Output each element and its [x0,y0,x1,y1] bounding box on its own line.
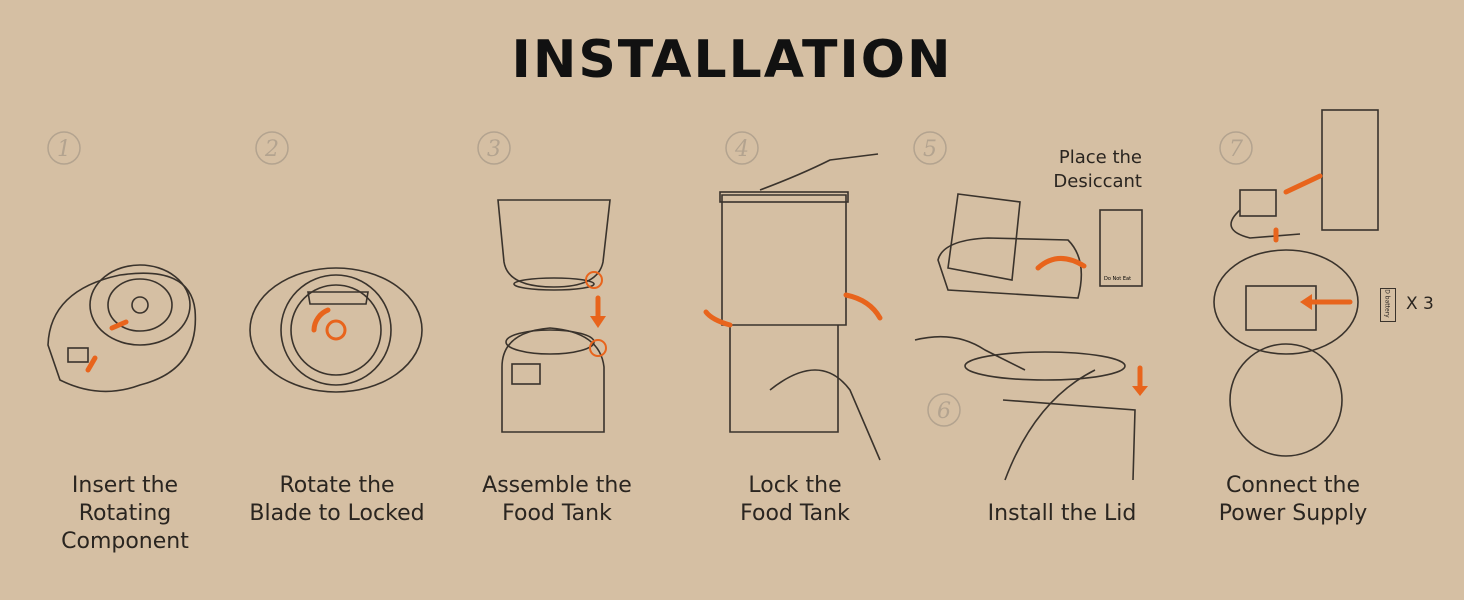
step-1-number: 1 [44,128,84,168]
page-title: INSTALLATION [511,30,953,90]
step-4-illustration [700,150,890,474]
step-6-illustration [914,330,1155,484]
svg-text:3: 3 [487,137,501,162]
step-1-illustration [40,250,210,424]
step-2-illustration [248,262,428,406]
step-5-number: 5 [910,128,950,168]
battery-quantity: X 3 [1406,294,1434,314]
step-4-caption: Lock the Food Tank [740,473,850,526]
desiccant-label: Do Not Eat [1104,276,1131,282]
step-6-number: 6 [924,390,964,430]
step-5-illustration: Do Not Eat [928,190,1158,314]
step-3-caption: Assemble the Food Tank [482,473,632,526]
step-7-illustration [1210,109,1380,457]
step-1-caption: Insert the Rotating Component [61,473,189,554]
step-2-number: 2 [252,128,292,168]
step-7-caption: Connect the Power Supply [1218,473,1368,526]
battery-icon: D battery [1380,288,1396,322]
step-6-caption: Install the Lid [987,501,1137,526]
svg-text:6: 6 [937,399,951,424]
step-3-illustration [488,192,628,446]
step-2-caption: Rotate the Blade to Locked [249,473,425,526]
step-7-number: 7 [1216,128,1256,168]
svg-text:1: 1 [57,137,71,162]
svg-text:4: 4 [734,137,749,162]
svg-text:5: 5 [923,137,937,162]
step-3-number: 3 [474,128,514,168]
step-4-number: 4 [722,128,762,168]
svg-text:7: 7 [1229,137,1243,162]
svg-text:2: 2 [264,137,279,162]
step-5-caption: Place the Desiccant [1053,147,1142,192]
